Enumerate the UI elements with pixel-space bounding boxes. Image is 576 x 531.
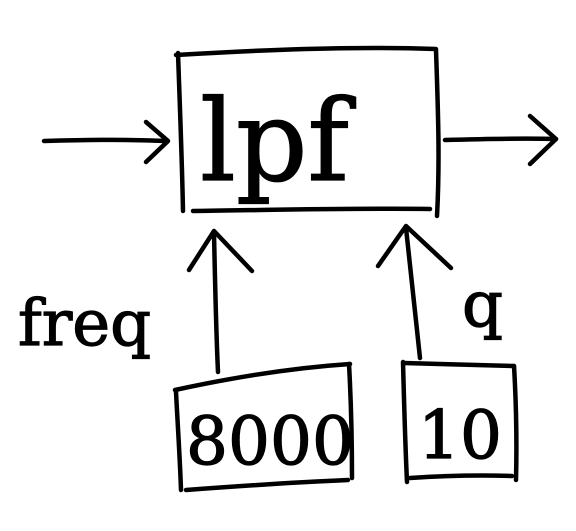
- q-value-box: [400, 359, 519, 485]
- freq-arrow: [186, 228, 255, 375]
- q-param-label: q: [462, 268, 503, 342]
- q-value: 10: [418, 397, 502, 474]
- filter-label: lpf: [200, 77, 357, 207]
- output-arrow: [442, 113, 559, 167]
- input-arrow: [41, 119, 171, 165]
- freq-value-box: [172, 361, 355, 493]
- q-arrow: [375, 223, 454, 361]
- freq-value: 8000: [186, 403, 354, 480]
- freq-param-label: freq: [18, 287, 151, 361]
- lpf-box: [173, 45, 441, 219]
